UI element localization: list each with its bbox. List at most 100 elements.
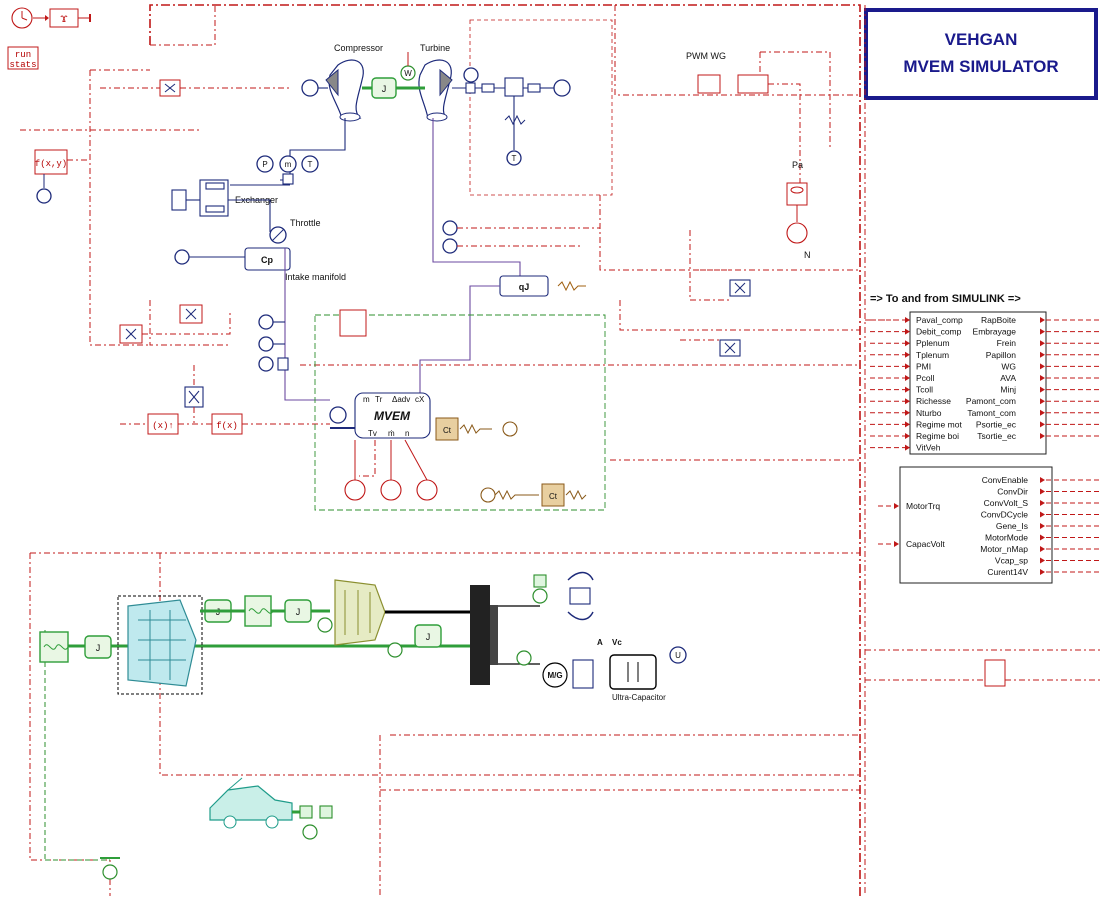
wheel-spring[interactable] xyxy=(39,631,69,663)
simulink-output-arrow-5[interactable] xyxy=(1040,375,1045,381)
simulink-output-arrow-0[interactable] xyxy=(1040,317,1045,323)
fxy-lookup-left[interactable] xyxy=(34,149,68,175)
simulink-output-arrow-8[interactable] xyxy=(1040,409,1045,416)
simulink-input-arrow-4[interactable] xyxy=(905,363,910,370)
intake-manifold[interactable]: Cp xyxy=(244,247,291,271)
wheel-inertia[interactable]: J xyxy=(84,635,112,659)
clutch-inertia[interactable]: J xyxy=(284,599,312,623)
ct-block-2[interactable]: Ct xyxy=(541,483,565,507)
electric-output-arrow-0[interactable] xyxy=(1040,477,1045,483)
clutch-spring[interactable] xyxy=(244,595,274,627)
electric-output-arrow-7[interactable] xyxy=(1040,557,1045,564)
mvem-temp-sensor[interactable] xyxy=(502,421,518,437)
left-temp-sensor[interactable] xyxy=(36,188,52,204)
wheel-inertia-label: J xyxy=(96,643,101,653)
pa-reservoir[interactable] xyxy=(786,182,808,206)
electric-input-arrow-0[interactable] xyxy=(894,503,899,509)
exhaust-sensor-1[interactable] xyxy=(442,220,458,236)
ambient-temp-sensor[interactable] xyxy=(174,249,190,265)
mvem-source-2[interactable] xyxy=(380,479,402,501)
dog-clutch[interactable] xyxy=(567,571,594,621)
engine-inertia[interactable]: J xyxy=(414,624,442,648)
throttle-valve[interactable] xyxy=(269,226,287,244)
simulink-io-block[interactable] xyxy=(909,311,1047,455)
electric-output-arrow-3[interactable] xyxy=(1040,511,1045,518)
simulink-output-arrow-6[interactable] xyxy=(1040,386,1045,393)
scope-block[interactable]: ϫ xyxy=(49,8,91,28)
pwm-wg-fxy-block[interactable] xyxy=(737,74,769,94)
simulink-input-arrow-1[interactable] xyxy=(905,328,910,335)
belt-torque-sensor[interactable] xyxy=(516,650,532,666)
ambient-temp-2[interactable] xyxy=(480,487,496,503)
simulink-output-arrow-7[interactable] xyxy=(1040,398,1045,405)
simulink-input-arrow-10[interactable] xyxy=(905,433,910,439)
mvem-source-1[interactable] xyxy=(344,479,366,501)
simulink-output-arrow-2[interactable] xyxy=(1040,340,1045,347)
exchanger-block[interactable] xyxy=(171,179,229,217)
mvem-shaft-sensor[interactable] xyxy=(329,406,347,424)
compressor-source[interactable] xyxy=(301,79,328,97)
clutch-speed-sensor[interactable] xyxy=(317,617,333,633)
simulink-input-arrow-7[interactable] xyxy=(905,398,910,405)
vehicle-brake[interactable] xyxy=(319,805,333,819)
pwm-wg-gain-block[interactable] xyxy=(697,74,721,94)
simulink-output-arrow-4[interactable] xyxy=(1040,363,1045,370)
electric-output-arrow-1[interactable] xyxy=(1040,488,1045,495)
turbine-icon[interactable] xyxy=(418,59,453,122)
mvem-engine-block[interactable]: MVEM m Tr Δadv cX Tv ṁ n xyxy=(354,392,431,439)
exhaust-qj-block[interactable]: qJ xyxy=(499,275,549,297)
vehicle-body[interactable] xyxy=(209,777,293,829)
electric-output-arrow-6[interactable] xyxy=(1040,546,1045,552)
electric-output-arrow-8[interactable] xyxy=(1040,569,1045,575)
simulink-output-arrow-1[interactable] xyxy=(1040,328,1045,335)
simulink-input-arrow-5[interactable] xyxy=(905,375,910,381)
compressor-icon[interactable] xyxy=(325,59,364,122)
turbo-inertia-j[interactable]: J xyxy=(371,77,397,99)
electric-input-arrow-1[interactable] xyxy=(894,541,899,547)
turbo-speed-sensor[interactable]: W xyxy=(400,52,416,81)
clutch-disc[interactable] xyxy=(334,579,386,646)
t-sensor[interactable]: T xyxy=(301,155,319,173)
ground-sensor[interactable] xyxy=(102,864,118,880)
electric-output-8: Curent14V xyxy=(987,567,1028,577)
ultra-capacitor[interactable] xyxy=(609,654,657,690)
mvem-fxy-block[interactable] xyxy=(339,309,367,337)
tcoll-sensor[interactable] xyxy=(258,336,274,352)
simulink-input-arrow-11[interactable] xyxy=(905,444,910,451)
electric-output-arrow-5[interactable] xyxy=(1040,534,1045,541)
clock-block[interactable] xyxy=(11,7,49,29)
belt-pulleys[interactable] xyxy=(470,585,540,685)
electric-io-block[interactable] xyxy=(899,466,1053,584)
mass-flow-sensor[interactable]: m xyxy=(279,155,297,173)
pcoll-sensor[interactable] xyxy=(258,314,274,330)
engine-speed-sensor[interactable] xyxy=(387,642,403,658)
engine-speed-source[interactable] xyxy=(786,222,808,244)
gearbox[interactable] xyxy=(117,595,203,695)
mvem-source-3[interactable] xyxy=(416,479,438,501)
simulink-input-arrow-0[interactable] xyxy=(905,317,910,323)
vehicle-wheel-inertia[interactable] xyxy=(299,805,313,819)
voltage-sensor[interactable] xyxy=(669,646,687,664)
richesse-sensor[interactable] xyxy=(258,356,274,372)
converter-block[interactable] xyxy=(572,659,594,689)
simulink-input-arrow-9[interactable] xyxy=(905,421,910,428)
electric-output-arrow-4[interactable] xyxy=(1040,523,1045,529)
simulink-input-arrow-8[interactable] xyxy=(905,409,910,416)
exhaust-sensor-2[interactable] xyxy=(442,238,458,254)
p-sensor[interactable]: P xyxy=(256,155,274,173)
simulink-output-arrow-9[interactable] xyxy=(1040,421,1045,428)
vehicle-speed-sensor[interactable] xyxy=(302,824,318,840)
simulink-output-arrow-10[interactable] xyxy=(1040,433,1045,439)
simulink-input-arrow-3[interactable] xyxy=(905,351,910,358)
mvem-ct-block[interactable]: Ct xyxy=(435,417,459,441)
simulink-input-arrow-2[interactable] xyxy=(905,340,910,347)
clutch-actuator[interactable] xyxy=(533,574,547,588)
simulink-output-arrow-3[interactable] xyxy=(1040,351,1045,358)
alternator-mg[interactable]: M/G xyxy=(542,662,568,688)
electric-output-arrow-2[interactable] xyxy=(1040,500,1045,506)
run-stats-block[interactable]: run stats xyxy=(7,46,39,70)
fxy-block-right[interactable] xyxy=(984,659,1006,687)
clutch-actuator-sensor[interactable] xyxy=(532,588,548,604)
simulink-input-arrow-6[interactable] xyxy=(905,386,910,393)
